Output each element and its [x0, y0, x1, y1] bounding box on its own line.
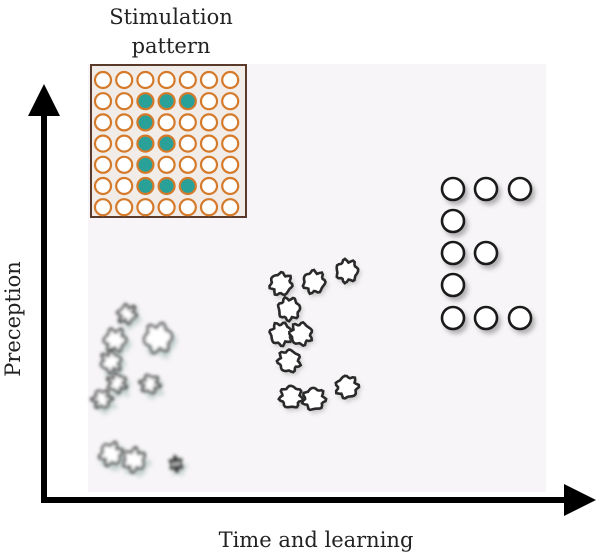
stage-1-dot [89, 388, 115, 410]
stimulation-label-line1: Stimulation [109, 5, 233, 29]
stage-2-dot [277, 384, 305, 409]
grid-cell [136, 70, 155, 90]
grid-cell [93, 70, 113, 90]
grid-cell [93, 92, 113, 111]
stage-2-forming-pattern [268, 257, 362, 414]
grid-cell [93, 113, 113, 132]
grid-cell-active [136, 134, 155, 153]
stage-3-dot [507, 176, 533, 202]
grid-cell [115, 70, 134, 90]
stage-1-dot [137, 373, 163, 395]
stage-3-dot [440, 272, 466, 298]
grid-cell [115, 155, 134, 174]
grid-cell [199, 113, 219, 132]
grid-cell-active [157, 92, 176, 111]
grid-cell [115, 113, 134, 132]
grid-cell [93, 198, 113, 217]
stage-1-blurred-pattern [89, 302, 189, 478]
stage-2-dot [268, 270, 294, 297]
x-axis-arrowhead [564, 484, 596, 516]
grid-cell [93, 134, 113, 153]
grid-cell-active [157, 176, 176, 196]
grid-cell [199, 134, 219, 153]
stage-1-dot [115, 302, 139, 326]
stage-2-dot [335, 257, 360, 285]
stage-2-dot [334, 374, 361, 400]
grid-cell [115, 176, 134, 196]
stage-1-dot [105, 371, 129, 395]
stage-3-clear-pattern [440, 176, 535, 334]
stage-2-dot [301, 268, 327, 296]
stage-2-dot [276, 295, 302, 323]
grid-cell [93, 176, 113, 196]
stage-1-dot [168, 454, 184, 474]
stage-3-dot [440, 240, 466, 266]
grid-cell [178, 113, 197, 132]
stage-3-dot [473, 305, 499, 331]
stage-1-dot [99, 349, 123, 375]
grid-cell [157, 155, 176, 174]
y-axis-label: Preception [1, 261, 25, 377]
x-axis-label: Time and learning [219, 528, 414, 552]
grid-cell-active [178, 92, 197, 111]
grid-cell [199, 92, 219, 111]
grid-cell-active [136, 155, 155, 174]
grid-cell-active [178, 176, 197, 196]
grid-cell [157, 113, 176, 132]
stage-2-dot [288, 320, 314, 348]
stage-3-dot [440, 208, 466, 234]
stage-1-dot [97, 440, 125, 468]
grid-cell [178, 155, 197, 174]
y-axis-arrowhead [28, 84, 60, 116]
stage-2-dot [275, 348, 303, 374]
grid-cell-active [136, 92, 155, 111]
grid-cell-active [136, 176, 155, 196]
stage-2-dot [268, 321, 294, 348]
stage-3-dot [507, 305, 533, 331]
stage-3-dot [473, 240, 499, 266]
grid-cell [221, 155, 240, 174]
stimulation-label-line2: pattern [132, 34, 211, 58]
grid-cell [199, 198, 219, 217]
stage-2-dot [300, 386, 328, 412]
grid-cell [115, 92, 134, 111]
stage-1-dot [102, 326, 128, 354]
grid-cell [221, 176, 240, 196]
stage-3-dot [473, 176, 499, 202]
grid-cell [178, 198, 197, 217]
grid-cell [115, 198, 134, 217]
grid-cell [178, 70, 197, 90]
grid-cell [221, 134, 240, 153]
grid-cell [221, 113, 240, 132]
grid-cell [178, 134, 197, 153]
stage-3-dot [440, 176, 466, 202]
grid-cell [199, 70, 219, 90]
grid-cell [221, 92, 240, 111]
grid-cell [93, 155, 113, 174]
grid-cell-active [136, 113, 155, 132]
stimulation-grid [90, 64, 247, 218]
stage-3-dot [440, 305, 466, 331]
grid-cell [199, 155, 219, 174]
grid-cell [221, 198, 240, 217]
grid-cell [199, 176, 219, 196]
grid-cell [115, 134, 134, 153]
grid-cell [136, 198, 155, 217]
stage-1-dot [122, 445, 146, 475]
stage-1-dot [142, 322, 174, 354]
grid-cell [157, 198, 176, 217]
grid-cell-active [157, 134, 176, 153]
grid-cell [157, 70, 176, 90]
grid-cell [221, 70, 240, 90]
